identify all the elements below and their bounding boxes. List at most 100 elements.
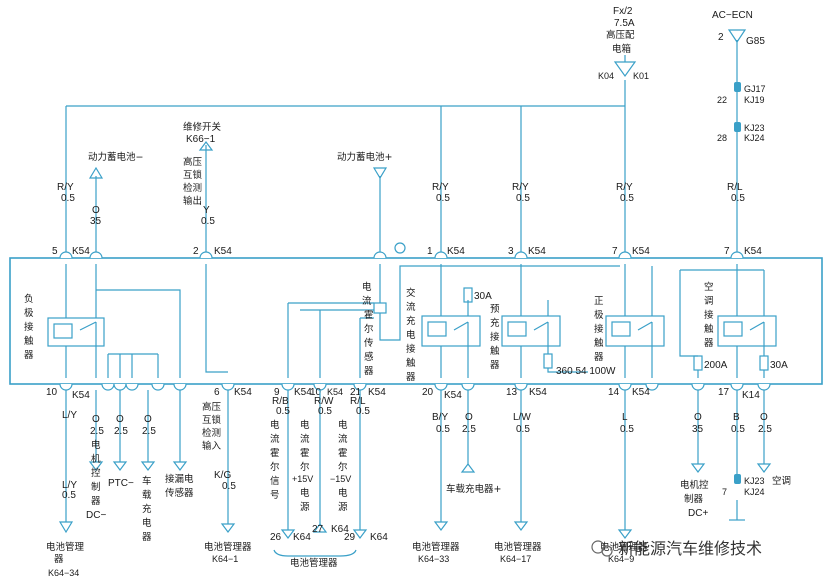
bms-1-name: 电池管理器 — [204, 541, 252, 553]
fuse30a-left: 30A — [474, 291, 492, 302]
neg-c-1: 负 — [24, 293, 34, 305]
svg-text:电: 电 — [338, 419, 348, 431]
fuse200a: 200A — [704, 360, 728, 371]
pin-bot-3-num: 10 — [310, 387, 322, 398]
pin-top-5 — [59, 251, 73, 259]
acc-7: 器 — [406, 372, 416, 383]
pin-top-1-num: 2 — [193, 246, 199, 257]
hall-b-3: 传 — [364, 337, 374, 349]
wb-4-c: K/G — [214, 470, 231, 481]
pre-5: 器 — [490, 360, 500, 371]
bmsp-2-conn: K64 — [370, 532, 388, 543]
pre-1: 预 — [490, 304, 500, 315]
wire-top-5-size: 0.5 — [620, 193, 634, 204]
acecn-label: AC−ECN — [712, 10, 753, 21]
pos-contactor-body — [605, 315, 665, 347]
pin-bot-2-conn: K54 — [294, 387, 312, 398]
kj23-label: KJ23 — [744, 123, 765, 133]
bmsp-0-num: 26 — [270, 532, 282, 543]
acx-2: 调 — [704, 296, 714, 307]
acc-1: 交 — [406, 287, 416, 299]
wb-0-c2: L/Y — [62, 480, 77, 491]
hall-b-4: 感 — [364, 351, 374, 363]
kj24-label: KJ24 — [744, 133, 765, 143]
pre-3: 接 — [490, 331, 500, 343]
kj19-label: KJ19 — [744, 95, 765, 105]
svg-text:器: 器 — [142, 532, 152, 543]
neg-contactor-coil — [53, 323, 73, 339]
g85-connector — [727, 29, 747, 44]
svg-text:霍: 霍 — [338, 448, 348, 459]
pin-bot-0-conn: K54 — [72, 390, 90, 401]
hall-m15-label: 电 流 霍 尔 −15V 电 源 — [330, 419, 351, 513]
wire-top-3-color: R/Y — [432, 182, 449, 193]
pin-top-0-conn: K54 — [72, 246, 90, 257]
pin-bot-8-num: 17 — [718, 387, 730, 398]
hall-a-1: 电 — [362, 281, 372, 293]
svg-text:流: 流 — [338, 433, 348, 445]
wire-top-6-color: R/L — [727, 182, 743, 193]
neg-c-2: 极 — [24, 307, 34, 319]
wb-2-c: O — [116, 414, 124, 425]
leak-sensor-2: 传感器 — [165, 487, 194, 499]
pin-top-0-num: 5 — [52, 246, 58, 257]
wb-10-s: 0.5 — [516, 424, 530, 435]
bms-2-name: 电池管理器 — [290, 557, 338, 569]
pin-top-2-conn: K54 — [447, 246, 465, 257]
kj23b-connector-icon — [734, 474, 741, 484]
kj24-pin: 28 — [717, 133, 727, 143]
pin-top-2 — [199, 251, 213, 259]
hv-out-1: 高压 — [183, 156, 203, 168]
bmsp-1-conn: K64 — [331, 524, 349, 535]
pin-bot-8-conn: K14 — [742, 390, 760, 401]
battery-distribution-box — [9, 257, 823, 385]
bms-3-name: 电池管理器 — [412, 541, 460, 553]
fuse30a-right: 30A — [770, 360, 788, 371]
pin-bot-3-conn: K54 — [327, 387, 343, 397]
hv-out-4: 输出 — [183, 195, 202, 207]
pin-top-1 — [434, 251, 448, 259]
wire-top-6-size: 0.5 — [731, 193, 745, 204]
pin-bot-2-num: 9 — [274, 387, 280, 398]
batt-plus-label: 动力蓄电池+ — [337, 151, 392, 163]
acx-1: 空 — [704, 281, 714, 293]
wb-6-c: R/W — [314, 396, 334, 407]
gj17-connector-icon — [734, 82, 741, 92]
svg-text:载: 载 — [142, 489, 152, 501]
wire-top-2-size: 0.5 — [201, 216, 215, 227]
svg-text:器: 器 — [91, 496, 101, 507]
pin-bot-6-conn: K54 — [529, 387, 547, 398]
svg-text:电: 电 — [300, 487, 310, 499]
kj24b-pin: 7 — [722, 487, 727, 497]
wb-14-c: O — [760, 412, 768, 423]
acc-4: 电 — [406, 329, 416, 341]
charger-plus-label: 车载充电器+ — [446, 483, 501, 495]
wire-top-1-size: 35 — [90, 216, 102, 227]
svg-text:尔: 尔 — [338, 461, 348, 473]
wire-top-1-color: O — [92, 205, 100, 216]
bms-3-conn: K64−33 — [418, 554, 449, 564]
svg-text:源: 源 — [300, 502, 310, 513]
svg-text:−15V: −15V — [330, 474, 351, 484]
pin-top-1-conn: K54 — [214, 246, 232, 257]
bms-4-name: 电池管理器 — [494, 541, 542, 553]
pin-top-batt-plus — [373, 251, 387, 259]
acc-2: 流 — [406, 301, 416, 313]
hall-signal-label: 电 流 霍 尔 信 号 — [270, 419, 280, 501]
bms-0-conn: K64−34 — [48, 568, 79, 578]
pin-top-5-num: 7 — [724, 246, 730, 257]
wb-3-c: O — [144, 414, 152, 425]
onboard-charger-label: 车 载 充 电 器 — [142, 475, 152, 543]
svg-text:电: 电 — [91, 439, 101, 451]
bms-bracket — [273, 549, 357, 557]
pin-top-5-conn: K54 — [744, 246, 762, 257]
pin-top-3 — [514, 251, 528, 259]
pin-top-4-num: 7 — [612, 246, 618, 257]
pin-bot-1-num: 6 — [214, 387, 220, 398]
svg-text:电: 电 — [338, 487, 348, 499]
pre-2: 充 — [490, 317, 500, 329]
pin-top-2-num: 1 — [427, 246, 433, 257]
wire-top-4-color: R/Y — [512, 182, 529, 193]
pin-bot-7-num: 14 — [608, 387, 620, 398]
